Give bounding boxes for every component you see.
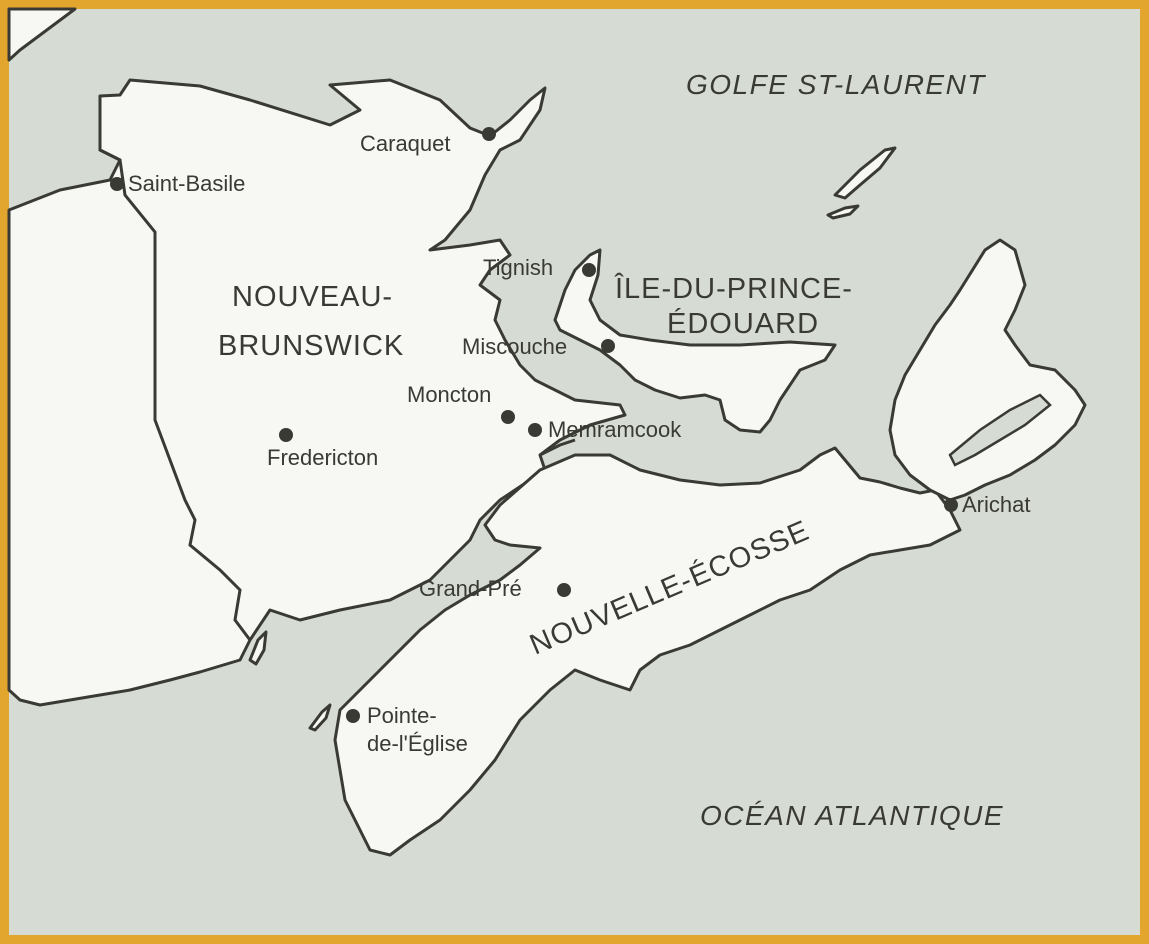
nb-western-border <box>98 96 252 641</box>
city-label-fredericton: Fredericton <box>267 445 378 470</box>
city-dot-arichat[interactable] <box>944 498 958 512</box>
city-label-memramcook: Memramcook <box>548 417 682 442</box>
city-dot-miscouche[interactable] <box>601 339 615 353</box>
bras-dor-lake <box>948 393 1052 467</box>
nb-ns-border <box>539 438 576 457</box>
city-dot-fredericton[interactable] <box>279 428 293 442</box>
nova-scotia-landmass <box>333 446 962 857</box>
city-label-arichat: Arichat <box>962 492 1030 517</box>
city-dot-tignish[interactable] <box>582 263 596 277</box>
ocean-label: OCÉAN ATLANTIQUE <box>700 800 1004 831</box>
city-dot-pointe-de-leglise[interactable] <box>346 709 360 723</box>
city-dot-grand-pre[interactable] <box>557 583 571 597</box>
city-label-caraquet: Caraquet <box>360 131 451 156</box>
cape-breton-landmass <box>888 238 1087 502</box>
city-dot-memramcook[interactable] <box>528 423 542 437</box>
nb-label-line1: NOUVEAU- <box>232 281 393 313</box>
pei-label-line1: ÎLE-DU-PRINCE- <box>614 272 853 305</box>
city-dot-saint-basile[interactable] <box>110 177 124 191</box>
mainland-landmass <box>7 7 627 707</box>
city-label-moncton: Moncton <box>407 382 491 407</box>
city-dot-caraquet[interactable] <box>482 127 496 141</box>
city-label-saint-basile: Saint-Basile <box>128 171 245 196</box>
grand-manan-island <box>248 630 268 666</box>
pei-landmass <box>553 248 837 434</box>
brier-island <box>308 703 332 732</box>
city-label-pointe-line2: de-l'Église <box>367 731 468 756</box>
pei-label-line2: ÉDOUARD <box>667 307 819 340</box>
city-label-pointe-line1: Pointe- <box>367 703 437 728</box>
city-label-grand-pre: Grand-Pré <box>419 576 522 601</box>
nb-label-line2: BRUNSWICK <box>218 330 404 362</box>
magdalen-islands <box>826 146 897 220</box>
city-label-miscouche: Miscouche <box>462 334 567 359</box>
city-label-tignish: Tignish <box>483 255 553 280</box>
gulf-label: GOLFE ST-LAURENT <box>686 69 986 100</box>
city-dot-moncton[interactable] <box>501 410 515 424</box>
